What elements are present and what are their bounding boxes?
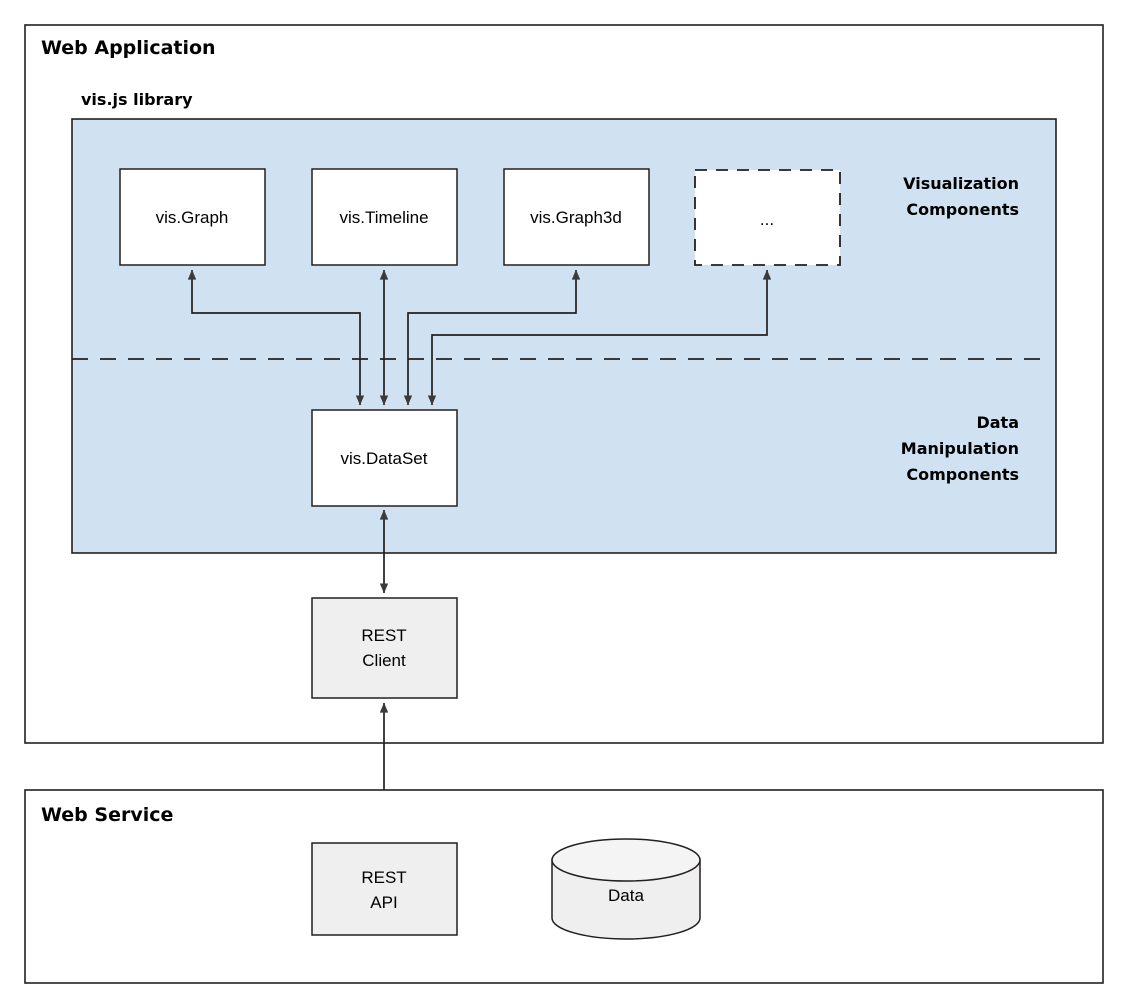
rest-client-label-line2: Client xyxy=(362,651,406,670)
component-box-vis-graph[interactable] xyxy=(119,168,266,266)
component-label-vis-graph3d: vis.Graph3d xyxy=(530,208,622,227)
component-box-vis-dataset[interactable] xyxy=(311,409,458,507)
database-label: Data xyxy=(608,886,644,905)
connector-graph-dataset xyxy=(187,269,365,406)
rest-api-label-line2: API xyxy=(370,893,397,912)
web-application-title: Web Application xyxy=(41,37,216,59)
connector-ellipsis-dataset xyxy=(427,269,772,406)
database-cylinder[interactable]: Data xyxy=(551,838,701,940)
rest-api-label-line1: REST xyxy=(361,868,406,887)
rest-client-box[interactable] xyxy=(311,597,458,699)
component-box-vis-timeline[interactable] xyxy=(311,168,458,266)
rest-api-box[interactable] xyxy=(311,842,458,936)
component-label-vis-graph: vis.Graph xyxy=(156,208,229,227)
component-label-ellipsis: ... xyxy=(760,210,774,229)
component-label-vis-timeline: vis.Timeline xyxy=(339,208,428,227)
vis-js-library-title: vis.js library xyxy=(81,90,193,109)
component-box-ellipsis[interactable] xyxy=(694,169,841,266)
data-components-label-line2: Manipulation xyxy=(901,439,1019,458)
data-components-label-line3: Components xyxy=(906,465,1019,484)
data-components-label-line1: Data xyxy=(976,413,1019,432)
visualization-components-label-line2: Components xyxy=(906,200,1019,219)
rest-client-label-line1: REST xyxy=(361,626,406,645)
component-label-vis-dataset: vis.DataSet xyxy=(341,449,428,468)
database-cylinder-top xyxy=(551,838,701,882)
web-service-title: Web Service xyxy=(41,804,173,826)
database-cylinder-body xyxy=(551,859,701,940)
component-box-vis-graph3d[interactable] xyxy=(503,168,650,266)
visualization-components-label-line1: Visualization xyxy=(903,174,1019,193)
